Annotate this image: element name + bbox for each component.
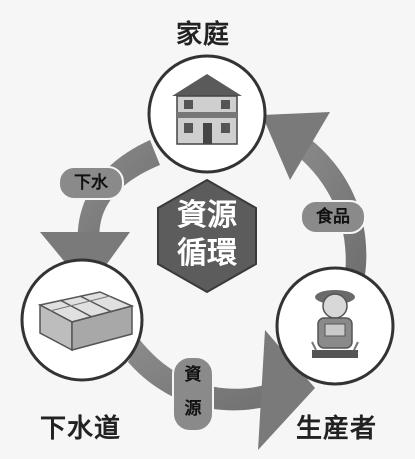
center-label: 資源 循環 (158, 197, 256, 273)
label-producer: 生産者 (296, 414, 378, 444)
farmer-icon (311, 290, 359, 358)
label-sewer: 下水道 (40, 414, 122, 444)
center-hexagon (157, 178, 257, 294)
node-producer (275, 266, 395, 386)
center-label-line2: 循環 (177, 236, 237, 271)
center-label-line1: 資源 (177, 198, 237, 233)
node-sewer (20, 258, 144, 382)
edge-label-resources-line1: 資 (184, 365, 202, 385)
house-icon (172, 74, 242, 145)
edge-label-resources-line2: 源 (184, 399, 202, 419)
edge-label-food: 食品 (300, 200, 366, 234)
water-treatment-icon (37, 291, 135, 352)
arrow-sewer-to-producer (128, 330, 315, 450)
node-home (147, 54, 267, 174)
edge-label-sewage: 下水 (58, 166, 124, 200)
label-home: 家庭 (176, 20, 231, 50)
arrow-producer-to-home (262, 112, 367, 275)
edge-label-resources: 資 源 (172, 356, 214, 432)
